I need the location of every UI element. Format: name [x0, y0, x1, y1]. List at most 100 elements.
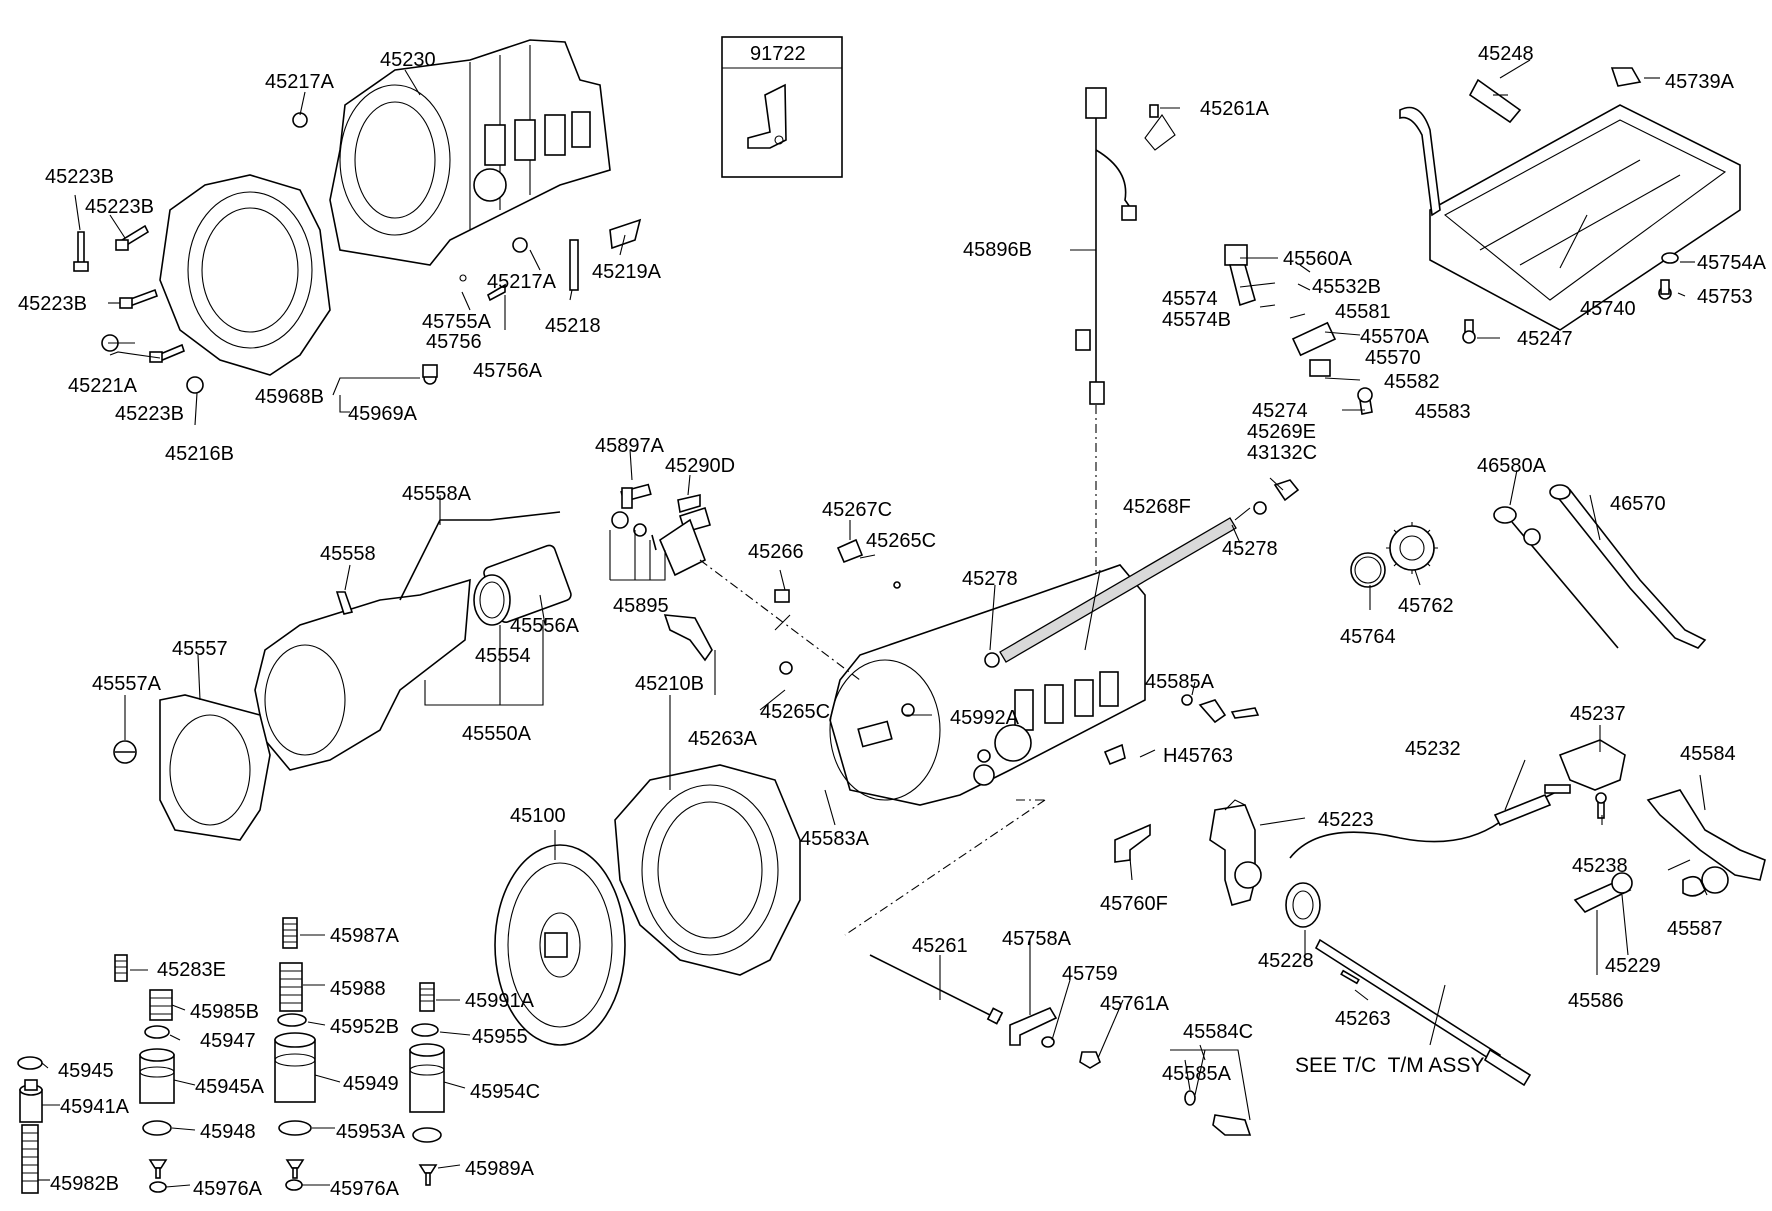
label-45229: 45229: [1605, 955, 1661, 977]
gear-45762: [1386, 522, 1438, 574]
label-45949: 45949: [343, 1073, 399, 1095]
label-45988: 45988: [330, 978, 386, 1000]
oil-pan-45740: [1399, 67, 1741, 344]
piston-45954C: [409, 1043, 445, 1113]
label-45248: 45248: [1478, 43, 1534, 65]
label-45560A: 45560A: [1283, 248, 1353, 270]
spring-45988: [279, 962, 303, 1012]
label-45570A: 45570A: [1360, 326, 1430, 348]
label-45100: 45100: [510, 805, 566, 827]
label-45263: 45263: [1335, 1008, 1391, 1030]
ring-45947: [144, 1025, 170, 1039]
wiring-harness: [1075, 87, 1176, 680]
label-45574: 45574: [1162, 288, 1218, 310]
label-45945: 45945: [58, 1060, 114, 1082]
label-91722: 91722: [750, 43, 806, 65]
label-45586: 45586: [1568, 990, 1624, 1012]
ring-45759: [1041, 1036, 1055, 1048]
label-45976A: 45976A: [330, 1178, 400, 1200]
label-45237: 45237: [1570, 703, 1626, 725]
label-45532B: 45532B: [1312, 276, 1381, 298]
label-45945A: 45945A: [195, 1076, 265, 1098]
label-45550A: 45550A: [462, 723, 532, 745]
label-45274: 45274: [1252, 400, 1308, 422]
label-45761A: 45761A: [1100, 993, 1170, 1015]
spring-45985B: [149, 989, 173, 1021]
label-45554: 45554: [475, 645, 531, 667]
label-45740: 45740: [1580, 298, 1636, 320]
ring-45948: [142, 1120, 172, 1136]
label-45953A: 45953A: [336, 1121, 406, 1143]
label-45895: 45895: [613, 595, 669, 617]
label-45764: 45764: [1340, 626, 1396, 648]
spring-45991A: [419, 982, 435, 1012]
ring-45955: [411, 1023, 439, 1037]
sensors-center: [611, 483, 901, 681]
ring-45989A-seal: [412, 1127, 442, 1143]
label-45557A: 45557A: [92, 673, 162, 695]
bracket-45758A: [1009, 1006, 1058, 1046]
label-45221A: 45221A: [68, 375, 138, 397]
label-43132C: 43132C: [1247, 442, 1317, 464]
label-45952B: 45952B: [330, 1016, 399, 1038]
bracket-45237: [1558, 739, 1626, 819]
converter-housing-rear: [159, 174, 331, 376]
label-45587: 45587: [1667, 918, 1723, 940]
label-45278: 45278: [962, 568, 1018, 590]
label-45283E: 45283E: [157, 959, 226, 981]
label-45558A: 45558A: [402, 483, 472, 505]
label-45574B: 45574B: [1162, 309, 1231, 331]
spring-45987A: [282, 917, 298, 949]
label-45263A: 45263A: [688, 728, 758, 750]
snap-ring-45764: [1350, 552, 1386, 588]
label-45269E: 45269E: [1247, 421, 1316, 443]
label-46580A: 46580A: [1477, 455, 1547, 477]
label-45584: 45584: [1680, 743, 1736, 765]
note-see-tc-tm-assy: SEE T/C T/M ASSY: [1295, 1054, 1484, 1077]
label-45278: 45278: [1222, 538, 1278, 560]
label-45989A: 45989A: [465, 1158, 535, 1180]
label-45223B: 45223B: [85, 196, 154, 218]
label-45217A: 45217A: [487, 271, 557, 293]
label-45238: 45238: [1572, 855, 1628, 877]
shift-cable-45232: [1289, 784, 1571, 859]
shaft-assy-tm: [1314, 938, 1532, 1087]
piston-45945A: [139, 1048, 175, 1104]
label-45584C: 45584C: [1183, 1021, 1253, 1043]
label-45754A: 45754A: [1697, 252, 1767, 274]
label-45585A: 45585A: [1145, 671, 1215, 693]
ring-45953A: [278, 1120, 312, 1136]
label-45261A: 45261A: [1200, 98, 1270, 120]
label-45581: 45581: [1335, 301, 1391, 323]
inset-91722: [721, 36, 843, 178]
label-45955: 45955: [472, 1026, 528, 1048]
label-45557: 45557: [172, 638, 228, 660]
label-45583A: 45583A: [800, 828, 870, 850]
label-45947: 45947: [200, 1030, 256, 1052]
label-45230: 45230: [380, 49, 436, 71]
label-45954C: 45954C: [470, 1081, 540, 1103]
label-45556A: 45556A: [510, 615, 580, 637]
label-45756: 45756: [426, 331, 482, 353]
label-45267C: 45267C: [822, 499, 892, 521]
label-45897A: 45897A: [595, 435, 665, 457]
sensor-45584C: [1184, 1090, 1252, 1136]
rod-45261: [869, 954, 1004, 1025]
shaft-45229: [1573, 872, 1633, 913]
label-45991A: 45991A: [465, 990, 535, 1012]
label-45232: 45232: [1405, 738, 1461, 760]
label-H45763: H45763: [1163, 745, 1233, 767]
label-45987A: 45987A: [330, 925, 400, 947]
bolts-45976A: [148, 1159, 438, 1193]
label-45570: 45570: [1365, 347, 1421, 369]
label-45265C: 45265C: [866, 530, 936, 552]
spring-45283E: [114, 954, 128, 982]
label-45261: 45261: [912, 935, 968, 957]
solenoid-group: [1224, 244, 1373, 415]
label-45941A: 45941A: [60, 1096, 130, 1118]
torque-converter-45100: [494, 844, 626, 1046]
converter-housing-45210B: [614, 764, 801, 976]
label-45758A: 45758A: [1002, 928, 1072, 950]
bracket-45760F: [1114, 823, 1151, 863]
dipstick-46580A: [1493, 506, 1619, 649]
